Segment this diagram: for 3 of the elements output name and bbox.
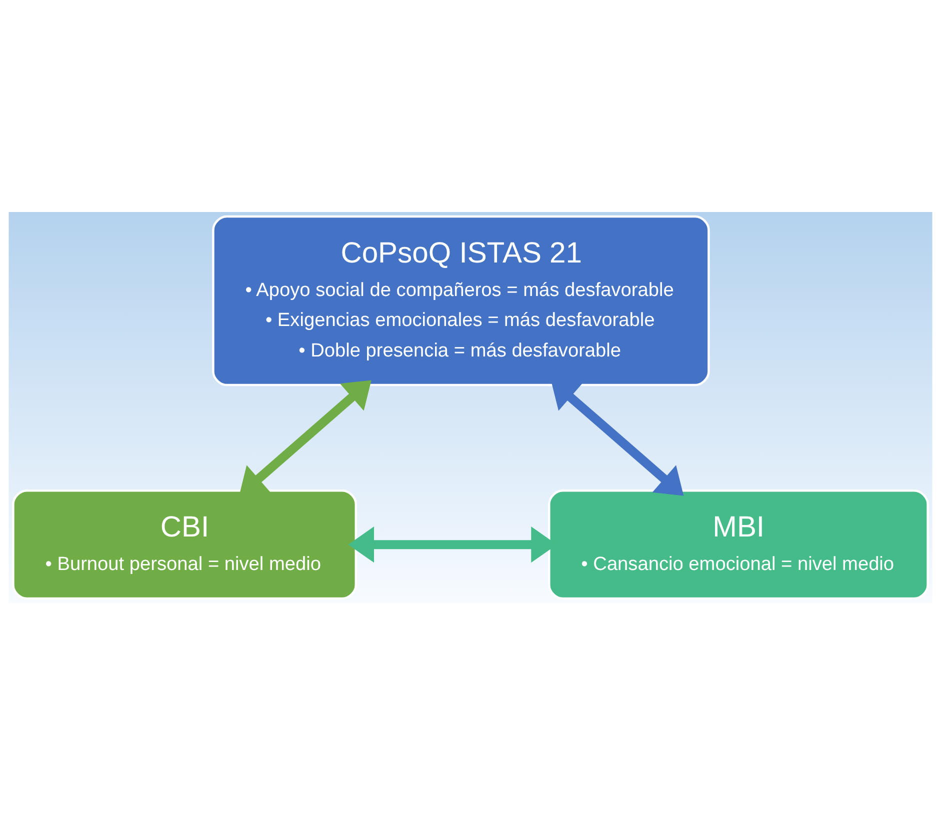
node-box: CBI • Burnout personal = nivel medio	[12, 489, 358, 600]
node-box: CoPsoQ ISTAS 21 • Apoyo social de compañeros = más desfavorable • Exigencias emocionales = más desfavorable • Doble presencia = más desfavorable	[212, 214, 710, 386]
node-box: MBI • Cansancio emocional = nivel medio	[548, 489, 929, 600]
